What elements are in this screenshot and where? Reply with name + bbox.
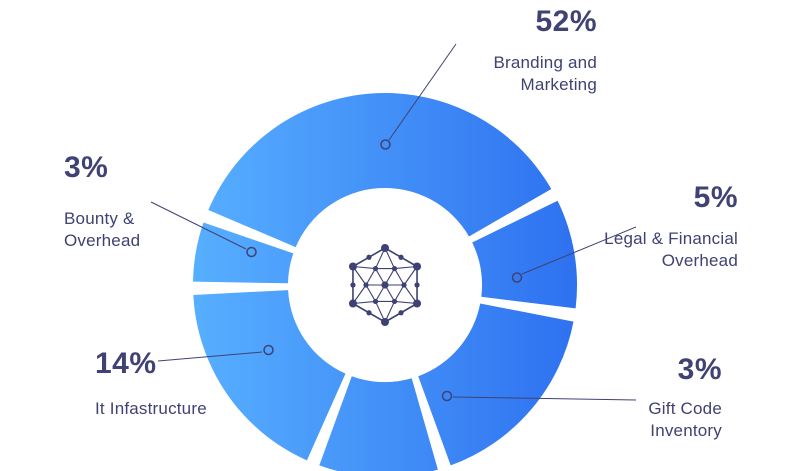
slice-marker-gift (441, 390, 453, 402)
caption-line: Inventory (650, 421, 722, 440)
label-legal-and-financial-overhead: 5% Legal & Financial Overhead (578, 180, 738, 272)
leader-branding (380, 43, 457, 150)
caption-line: It Infastructure (95, 399, 207, 418)
network-icon-edge (394, 284, 405, 302)
network-icon-node (381, 244, 389, 252)
network-icon-node (413, 299, 422, 308)
leader-line-legal (521, 226, 637, 275)
network-icon-edge (365, 284, 376, 302)
network-icon-node (398, 310, 404, 316)
network-icon-edge (365, 268, 376, 286)
legal-percent: 5% (693, 181, 738, 214)
donut-slice-bounty-overhead (193, 222, 294, 284)
slice-marker-bounty (246, 246, 257, 258)
label-branding-and-marketing: 52% Branding and Marketing (437, 4, 597, 96)
leader-gift (441, 390, 637, 402)
branding-caption: Branding and Marketing (437, 52, 597, 96)
donut-slices (193, 93, 578, 471)
leader-line-bounty (150, 201, 247, 250)
donut-slice-legal-financial-overhead (472, 200, 578, 309)
leader-itinfra (157, 344, 274, 362)
donut-slice-branding-and-marketing (208, 93, 552, 248)
caption-line: Bounty & (64, 209, 135, 228)
network-icon-node (348, 262, 357, 271)
network-icon-node (366, 254, 372, 260)
network-icon-node (391, 265, 398, 272)
caption-line: Overhead (661, 251, 738, 270)
network-icon-node (366, 310, 372, 316)
caption-line: Branding and (493, 53, 597, 72)
leader-line-gift (452, 396, 637, 401)
network-icon-node (381, 281, 389, 289)
network-icon-node (398, 254, 404, 260)
caption-line: Legal & Financial (604, 229, 738, 248)
network-icon-node (381, 318, 389, 326)
slice-marker-legal (511, 272, 523, 283)
slice-marker-itinfra (263, 344, 274, 356)
leader-bounty (150, 201, 257, 258)
network-icon-node (414, 282, 420, 288)
donut-slice-unlabeled (319, 376, 438, 471)
itinfra-percent: 14% (95, 347, 157, 380)
branding-percent: 52% (535, 5, 597, 38)
caption-line: Marketing (520, 75, 597, 94)
network-icon-node (348, 299, 357, 308)
caption-line: Overhead (64, 231, 141, 250)
network-icon-node (363, 282, 369, 288)
network-icon-node (372, 265, 379, 272)
network-icon-node (401, 282, 407, 288)
gift-caption: Gift Code Inventory (562, 398, 722, 442)
label-gift-code-inventory: 3% Gift Code Inventory (562, 352, 722, 442)
legal-caption: Legal & Financial Overhead (578, 228, 738, 272)
leader-line-itinfra (157, 351, 263, 362)
itinfra-caption: It Infastructure (95, 398, 285, 420)
network-icon-node (413, 262, 422, 271)
network-icon-node (350, 282, 356, 288)
donut-slice-it-infastructure (193, 290, 346, 461)
blockchain-network-icon (348, 244, 422, 326)
donut-slice-gift-code-inventory (418, 303, 574, 466)
bounty-caption: Bounty & Overhead (64, 208, 234, 252)
bounty-percent: 3% (64, 151, 109, 184)
network-icon-node (372, 298, 379, 305)
leader-line-branding (388, 43, 457, 141)
label-it-infastructure: 14% It Infastructure (95, 346, 285, 420)
slice-marker-branding (380, 139, 391, 150)
caption-line: Gift Code (648, 399, 722, 418)
leader-legal (511, 226, 637, 283)
gift-percent: 3% (677, 353, 722, 386)
network-icon-edge (394, 268, 405, 286)
label-bounty-and-overhead: 3% Bounty & Overhead (64, 150, 234, 252)
network-icon-node (391, 298, 398, 305)
